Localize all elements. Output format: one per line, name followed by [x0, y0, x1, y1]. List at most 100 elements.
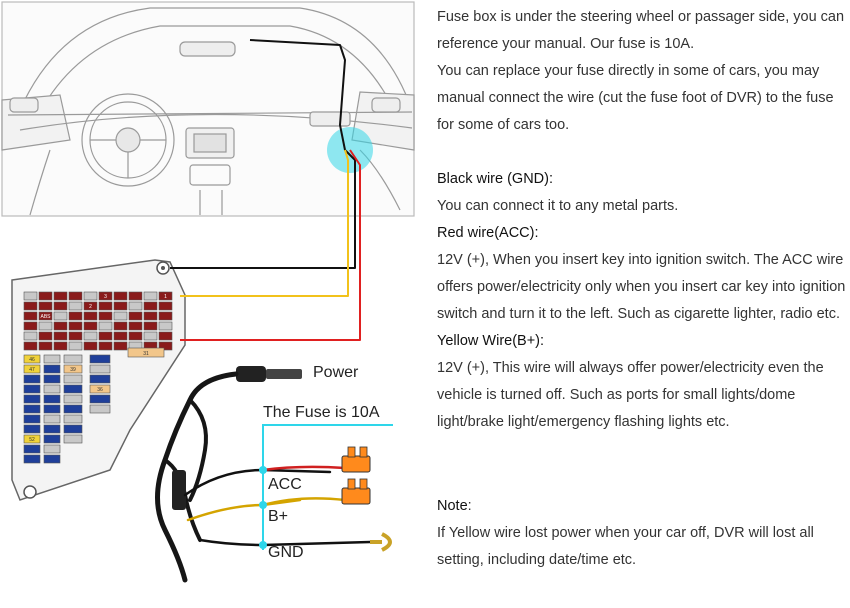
fuse-slot	[38, 321, 53, 331]
fuse-slot	[143, 331, 158, 341]
yellow-wire-heading: Yellow Wire(B+):	[437, 333, 545, 349]
power-cable	[155, 366, 372, 583]
instructions: Fuse box is under the steering wheel or …	[437, 4, 847, 139]
fuse-slot	[158, 341, 173, 351]
fuse-slot	[158, 321, 173, 331]
fuse-slot	[43, 354, 61, 364]
fuse-slot	[158, 331, 173, 341]
note-text: If Yellow wire lost power when your car …	[437, 525, 814, 568]
black-wire-text: You can connect it to any metal parts.	[437, 198, 679, 214]
fuse-slot	[83, 291, 98, 301]
fuse-slot	[53, 341, 68, 351]
fuse-slot	[23, 384, 41, 394]
fuse-slot	[53, 311, 68, 321]
fuse-slot	[98, 311, 113, 321]
fuse-number: ABS	[40, 314, 51, 320]
fuse-slot	[128, 311, 143, 321]
fuse-slot	[89, 404, 111, 414]
fuse-slot	[68, 341, 83, 351]
fuse-slot	[43, 454, 61, 464]
fuse-slot	[98, 321, 113, 331]
fuse-slot	[89, 384, 111, 394]
fuse-slot	[143, 301, 158, 311]
fuse-slot	[23, 444, 41, 454]
fuse-number: 1	[164, 294, 167, 300]
fuse-slot	[68, 321, 83, 331]
fuse-slot	[43, 364, 61, 374]
fuse-slot	[43, 374, 61, 384]
fuse-slot	[128, 321, 143, 331]
fuse-slot	[83, 321, 98, 331]
black-wire-heading: Black wire (GND):	[437, 171, 554, 187]
fuse-slot	[113, 301, 128, 311]
fuse-slot	[127, 347, 165, 358]
fuse-slot	[63, 424, 83, 434]
fuse-slot	[83, 301, 98, 311]
fuse-slot	[83, 341, 98, 351]
fuse-slot	[128, 301, 143, 311]
bplus-label: B+	[268, 508, 288, 525]
fuse-slot	[43, 414, 61, 424]
fuse-slot	[63, 384, 83, 394]
fuse-slot	[89, 364, 111, 374]
note-heading: Note	[437, 498, 468, 514]
fuse-slot	[38, 301, 53, 311]
black-wire-section: Black wire (GND): You can connect it to …	[437, 166, 847, 436]
fuse-number: 39	[70, 367, 76, 373]
note-colon: :	[467, 498, 472, 514]
fuse-number: 2	[89, 304, 92, 310]
fuse-slot	[63, 374, 83, 384]
fuse-slot	[98, 291, 113, 301]
intro-text-2: You can replace your fuse directly in so…	[437, 63, 834, 133]
fuse-slot	[43, 434, 61, 444]
fuse-slot	[23, 414, 41, 424]
fuse-slot	[98, 331, 113, 341]
car-wires	[170, 39, 361, 341]
fuse-slot	[53, 291, 68, 301]
fuse-slot	[23, 424, 41, 434]
fuse-slot	[113, 311, 128, 321]
fuse-slot	[63, 434, 83, 444]
fuse-slot	[43, 384, 61, 394]
fuse-label: The Fuse is 10A	[263, 404, 380, 421]
fuse-slot	[53, 301, 68, 311]
fuse-slot	[113, 321, 128, 331]
red-wire-route	[180, 149, 361, 341]
fuse-slot	[23, 404, 41, 414]
fuse-slot	[53, 331, 68, 341]
fuse-slot	[23, 331, 38, 341]
fuse-slot	[43, 404, 61, 414]
fuse-number: 52	[29, 437, 35, 443]
fuse-slot	[63, 354, 83, 364]
fuse-slot	[89, 374, 111, 384]
red-wire-heading: Red wire(ACC):	[437, 225, 539, 241]
fuse-slot	[89, 354, 111, 364]
fuse-tap-acc	[341, 446, 371, 473]
fuse-slot	[23, 291, 38, 301]
fuse-slot	[38, 311, 53, 321]
gnd-junction-dot	[259, 541, 267, 549]
fuse-slot	[89, 394, 111, 404]
fuse-number: 3	[104, 294, 107, 300]
fuse-slot	[23, 354, 41, 364]
fuse-slot	[63, 414, 83, 424]
fuse-slot	[23, 364, 41, 374]
fuse-slot	[38, 291, 53, 301]
acc-junction-dot	[259, 466, 267, 474]
fuse-slot	[113, 331, 128, 341]
fuse-slot	[143, 321, 158, 331]
fuse-slot	[68, 331, 83, 341]
fuse-number: 47	[29, 367, 35, 373]
fuse-slot	[63, 364, 83, 374]
fuse-slot	[63, 394, 83, 404]
fuse-slot	[68, 301, 83, 311]
fuse-slot	[23, 434, 41, 444]
fuse-slot	[98, 341, 113, 351]
intro-text-1: Fuse box is under the steering wheel or …	[437, 9, 845, 52]
fuse-slot	[128, 291, 143, 301]
fuse-slot	[113, 291, 128, 301]
note-section: Note: If Yellow wire lost power when you…	[437, 493, 847, 574]
fuse-number: 31	[143, 351, 149, 357]
fuse-slot	[43, 444, 61, 454]
